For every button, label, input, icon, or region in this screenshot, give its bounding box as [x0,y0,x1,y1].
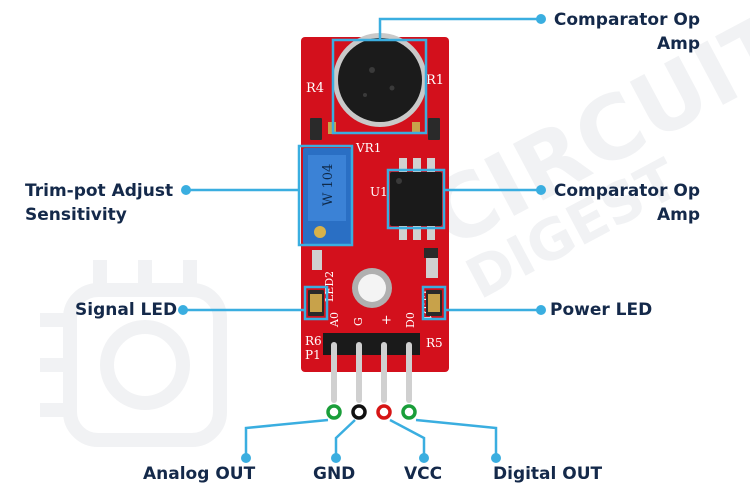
callout-line-digital [415,418,498,455]
label-signal-led: Signal LED [75,300,178,320]
trim-pot-value: W 104 [321,164,336,206]
callout-line-gnd [334,419,356,455]
label-analog-out: Analog OUT [143,464,256,484]
callout-dot-digital [491,453,501,463]
smd-resistor-r4 [310,118,322,140]
header-pins [331,342,412,403]
label-comparator-top: Comparator Op Amp [550,8,700,56]
callout-dot-vcc [419,453,429,463]
marking-r1: R1 [426,73,444,88]
callout-dot-mid-comparator [536,185,546,195]
pcb-board [301,37,449,372]
highlight-comparator [386,168,446,230]
marking-r4: R4 [306,81,324,96]
marking-pin-d0: D0 [404,312,417,328]
callout-dot-gnd [331,453,341,463]
label-comparator-mid-line2: Amp [656,205,700,225]
sound-sensor-module: R4 R1 VR1 U1 LED2 LED1 R6 P1 R5 A0 G + D… [297,33,449,403]
watermark-logo-icon [40,260,227,447]
callout-dot-analog [241,453,251,463]
comparator-ic [390,158,442,240]
label-gnd: GND [313,464,356,484]
highlight-signal-led [303,285,329,321]
label-trimpot-line2: Sensitivity [25,205,127,225]
callout-lines [186,17,538,455]
marking-r6: R6 [305,334,322,348]
pin-ring-vcc [376,404,392,420]
pin-ring-analog [326,404,342,420]
label-trimpot-line1: Trim-pot Adjust [25,181,174,201]
callout-line-analog [244,418,329,455]
pin-header [323,333,420,355]
marking-vr1: VR1 [355,141,381,155]
label-trimpot: Trim-pot Adjust Sensitivity [25,179,173,227]
led2-smd [312,250,322,270]
highlight-power-led [421,285,447,321]
label-power-led: Power LED [550,300,653,320]
marking-p1: P1 [305,348,321,362]
label-digital-out: Digital OUT [493,464,603,484]
pin-ring-gnd [351,404,367,420]
callout-line-top-comparator [378,17,538,40]
label-comparator-top-line1: Comparator Op [553,10,700,30]
label-comparator-top-line2: Amp [656,34,700,54]
callout-dot-signal-led [178,305,188,315]
led1-smd [426,258,438,278]
marking-pin-plus: + [381,313,392,328]
label-comparator-mid-line1: Comparator Op [553,181,700,201]
microphone [333,33,427,127]
label-comparator-mid: Comparator Op Amp [550,179,700,227]
callout-dot-top-comparator [536,14,546,24]
highlight-trim-pot [297,144,354,247]
marking-r5: R5 [426,336,443,350]
trim-pot: W 104 [303,148,351,244]
smd-resistor-r1 [428,118,440,140]
pin-ring-digital [401,404,417,420]
callout-line-vcc [389,418,426,455]
marking-pin-a0: A0 [328,312,341,328]
marking-pin-g: G [352,317,365,326]
marking-u1: U1 [370,185,388,199]
label-vcc: VCC [404,464,443,484]
callout-dot-trimpot [181,185,191,195]
callout-dot-power-led [536,305,546,315]
